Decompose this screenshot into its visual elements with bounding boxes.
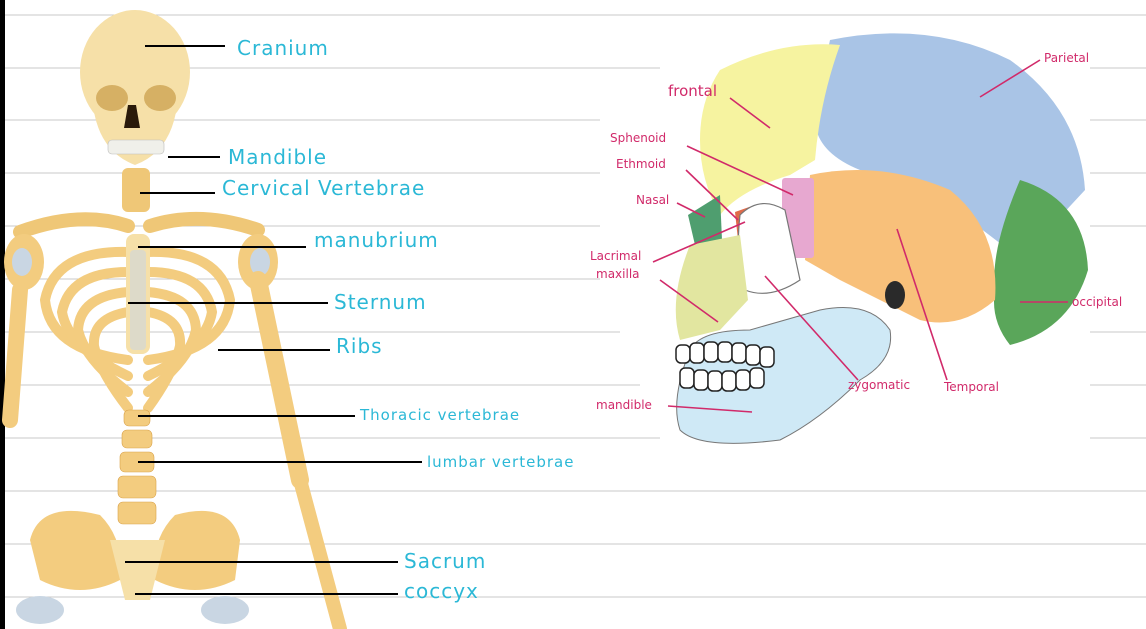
label-zygomatic: zygomatic — [848, 378, 910, 392]
label-sternum: Sternum — [334, 290, 427, 314]
label-cranium: Cranium — [237, 36, 329, 60]
label-manubrium: manubrium — [314, 228, 439, 252]
label-parietal: Parietal — [1044, 51, 1089, 65]
label-ethmoid: Ethmoid — [616, 157, 666, 171]
label-nasal: Nasal — [636, 193, 669, 207]
label-skull-mandible: mandible — [596, 398, 652, 412]
label-maxilla: maxilla — [596, 267, 640, 281]
label-ribs: Ribs — [336, 334, 383, 358]
skeleton-illustration — [4, 10, 340, 629]
label-mandible: Mandible — [228, 145, 327, 169]
label-frontal: frontal — [668, 82, 717, 100]
label-sacrum: Sacrum — [404, 549, 486, 573]
label-temporal: Temporal — [943, 380, 999, 394]
label-occipital: occipital — [1072, 295, 1122, 309]
label-cervical-vertebrae: Cervical Vertebrae — [222, 176, 425, 200]
label-lacrimal: Lacrimal — [590, 249, 641, 263]
label-coccyx: coccyx — [404, 579, 479, 603]
label-lumbar-vertebrae: lumbar vertebrae — [427, 453, 574, 471]
label-thoracic-vertebrae: Thoracic vertebrae — [359, 406, 520, 424]
left-border — [0, 0, 5, 629]
label-sphenoid: Sphenoid — [610, 131, 666, 145]
